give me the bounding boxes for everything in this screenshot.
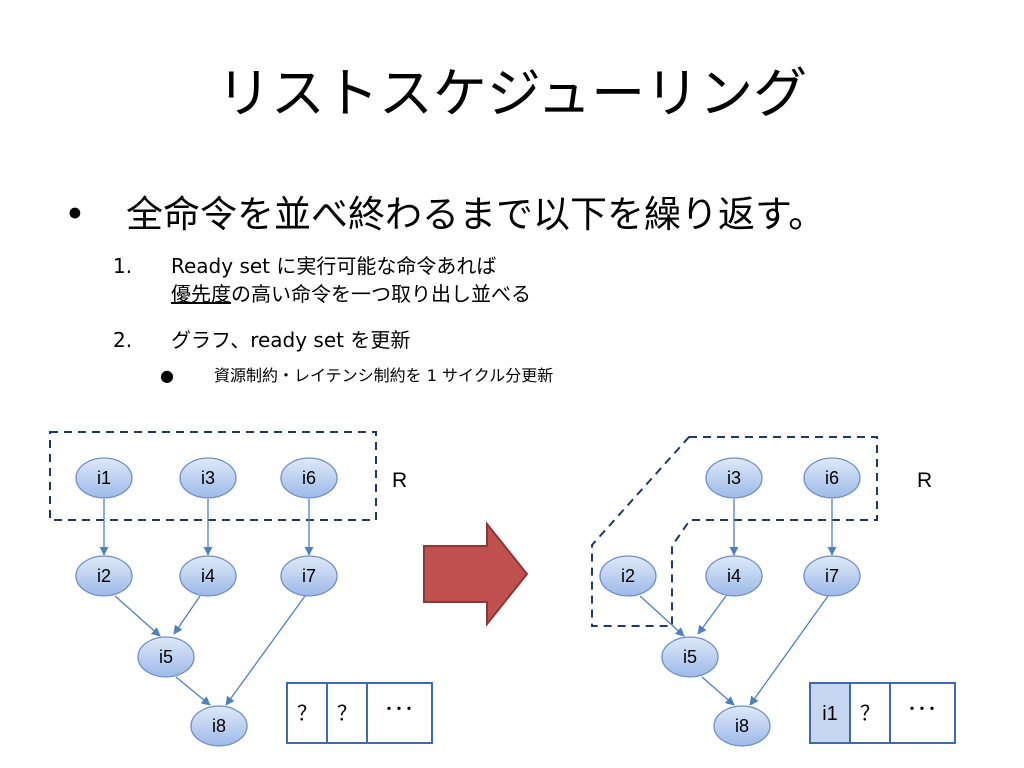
schedule-slots: i1 ？ ･･･ [809,682,956,744]
ready-set-box [49,431,377,521]
edge-i4-i5 [173,595,201,635]
node-i4: i4 [705,555,763,597]
right-graph: R i3 i6 i2 i4 i7 i5 [591,436,956,747]
step-1-line1: Ready set に実行可能な命令あれば [171,254,497,278]
node-label: i6 [825,468,839,488]
transition-arrow [423,521,529,627]
sub-bullet-text: 資源制約・レイテンシ制約を 1 サイクル分更新 [214,366,554,385]
edge-i5-i8 [701,676,735,706]
node-label: i7 [302,566,316,586]
node-i6: i6 [280,457,338,499]
slot-filled-bg [811,684,850,742]
bullet-marker: • [64,193,86,236]
node-label: i4 [727,566,741,586]
edge-i7-i8 [225,595,306,706]
node-label: i3 [727,468,741,488]
node-i4: i4 [179,555,237,597]
node-i5: i5 [137,636,195,678]
node-label: i5 [159,647,173,667]
node-i7: i7 [280,555,338,597]
ready-set-label: R [392,469,407,492]
node-label: i3 [201,468,215,488]
step-2: 2. グラフ、ready set を更新 [113,326,410,354]
node-i5: i5 [661,636,719,678]
node-i7: i7 [803,555,861,597]
edge-i4-i5 [697,595,727,635]
slot-2: ？ [337,703,357,725]
node-i1: i1 [75,457,133,499]
edge-i7-i8 [749,595,829,706]
main-bullet-text: 全命令を並べ終わるまで以下を繰り返す。 [126,193,826,236]
node-label: i1 [97,468,111,488]
node-label: i8 [212,716,226,736]
node-i8: i8 [713,705,771,747]
node-label: i7 [825,566,839,586]
slot-2: ？ [860,703,880,725]
slot-more: ･･･ [907,699,937,721]
node-i2: i2 [75,555,133,597]
node-label: i2 [621,566,635,586]
node-label: i8 [735,716,749,736]
step-1-line2: 優先度の高い命令を一つ取り出し並べる [113,280,531,308]
step-1: 1. Ready set に実行可能な命令あれば 優先度の高い命令を一つ取り出し並… [113,252,531,308]
step-2-number: 2. [113,328,133,352]
left-graph: R i1 i3 i6 i2 i4 i7 [49,431,433,747]
schedule-slots: ？ ？ ･･･ [286,682,433,744]
slot-more: ･･･ [384,699,414,721]
main-bullet: • 全命令を並べ終わるまで以下を繰り返す。 [64,190,1004,240]
node-i6: i6 [803,457,861,499]
sub-bullet-marker: ● [160,366,174,385]
node-i3: i3 [705,457,763,499]
sub-bullet: ● 資源制約・レイテンシ制約を 1 サイクル分更新 [160,364,553,388]
node-label: i2 [97,566,111,586]
node-label: i4 [201,566,215,586]
slide-title: リストスケジューリング [216,62,808,125]
step-1-line2-rest: の高い命令を一つ取り出し並べる [231,282,531,306]
slot-1: ？ [297,703,317,725]
priority-emphasis: 優先度 [171,282,231,306]
node-i2: i2 [599,555,657,597]
step-2-line1: グラフ、ready set を更新 [171,328,411,352]
node-label: i5 [683,647,697,667]
edge-i2-i5 [114,595,161,637]
step-1-number: 1. [113,254,133,278]
node-label: i6 [302,468,316,488]
node-i8: i8 [190,705,248,747]
slot-1: i1 [822,703,838,725]
edge-i5-i8 [175,676,211,706]
node-i3: i3 [179,457,237,499]
ready-set-label: R [917,469,932,492]
ready-set-box [591,436,878,627]
edge-i2-i5 [639,595,685,637]
